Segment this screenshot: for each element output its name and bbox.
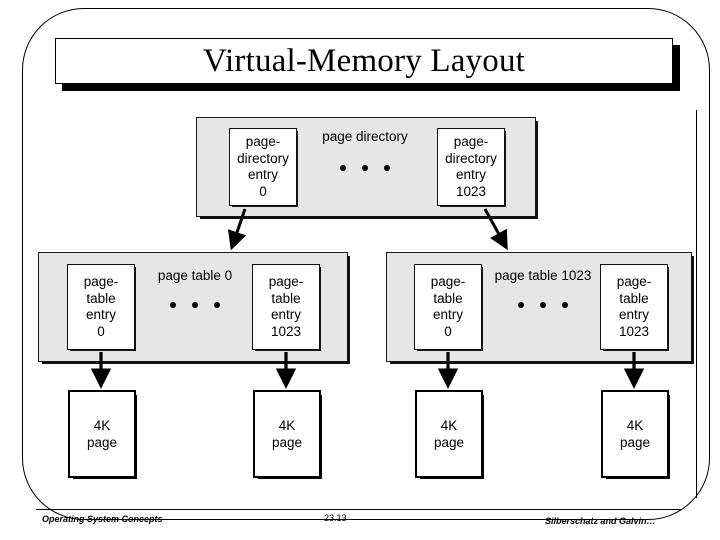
page-directory-ellipsis [305,163,425,173]
pde0-line2: directory [237,150,289,166]
pde0-line4: 0 [259,183,267,199]
page-frame-0-line1: 4K [93,418,111,433]
page-frame-0[interactable]: 4K page [68,390,137,479]
page-frame-0-line2: page [86,435,118,450]
dot-icon [518,302,524,308]
footer-divider [36,509,682,510]
page-frame-2[interactable]: 4K page [415,390,484,479]
pde1023-line1: page- [453,134,489,149]
dot-icon [192,302,198,308]
pt1023e0-line1: page- [430,274,466,289]
dot-icon [170,302,176,308]
pde1023-line3: entry [455,167,486,182]
pt1023e1023-line2: table [619,290,649,306]
page-directory-label: page directory [322,129,408,144]
pt1023e1023-line4: 1023 [618,323,650,339]
pt0e1023-line2: table [271,290,301,306]
page-frame-3-line2: page [619,435,651,450]
pt0e0-line1: page- [83,274,119,289]
footer-authors: Silberschatz and Galvin… [545,516,656,526]
dot-icon [340,165,346,171]
dot-icon [540,302,546,308]
page-table-1023-ellipsis [485,300,601,310]
page-table-0-entry-0[interactable]: page- table entry 0 [67,264,136,351]
page-table-1023-entry-0[interactable]: page- table entry 0 [414,264,483,351]
dot-icon [384,165,390,171]
page-frame-3[interactable]: 4K page [601,390,670,479]
dot-icon [214,302,220,308]
pt1023e0-line2: table [433,290,463,306]
page-table-1023-label: page table 1023 [494,268,592,283]
dot-icon [562,302,568,308]
page-frame-1[interactable]: 4K page [253,390,322,479]
pt0e1023-line1: page- [268,274,304,289]
pt1023e1023-line3: entry [618,307,649,322]
page-table-0-entry-1023[interactable]: page- table entry 1023 [252,264,321,351]
pt1023e0-line4: 0 [444,323,452,339]
page-frame-1-line1: 4K [278,418,296,433]
page-table-0-ellipsis [140,300,250,310]
page-title: Virtual-Memory Layout [202,42,526,79]
pt0e0-line2: table [86,290,116,306]
pt0e0-line4: 0 [97,323,105,339]
title-box: Virtual-Memory Layout [55,38,673,84]
dot-icon [362,165,368,171]
pt0e1023-line3: entry [270,307,301,322]
page-frame-1-line2: page [271,435,303,450]
page-table-0-label: page table 0 [157,268,233,283]
page-table-1023-entry-1023[interactable]: page- table entry 1023 [600,264,669,351]
page-frame-2-line1: 4K [440,418,458,433]
pt1023e1023-line1: page- [616,274,652,289]
pt0e0-line3: entry [85,307,116,322]
pde0-line1: page- [245,134,281,149]
page-frame-2-line2: page [433,435,465,450]
pt0e1023-line4: 1023 [270,323,302,339]
pde1023-line4: 1023 [455,183,487,199]
pde1023-line2: directory [445,150,497,166]
footer-page-number: 23.13 [324,513,347,523]
pde0-line3: entry [247,167,278,182]
page-directory-entry-1023[interactable]: page- directory entry 1023 [437,128,506,207]
page-frame-3-line1: 4K [626,418,644,433]
slide-right-edge-line [696,110,697,498]
pt1023e0-line3: entry [432,307,463,322]
footer-book-title: Operating System Concepts [42,514,163,524]
page-directory-entry-0[interactable]: page- directory entry 0 [229,128,298,207]
